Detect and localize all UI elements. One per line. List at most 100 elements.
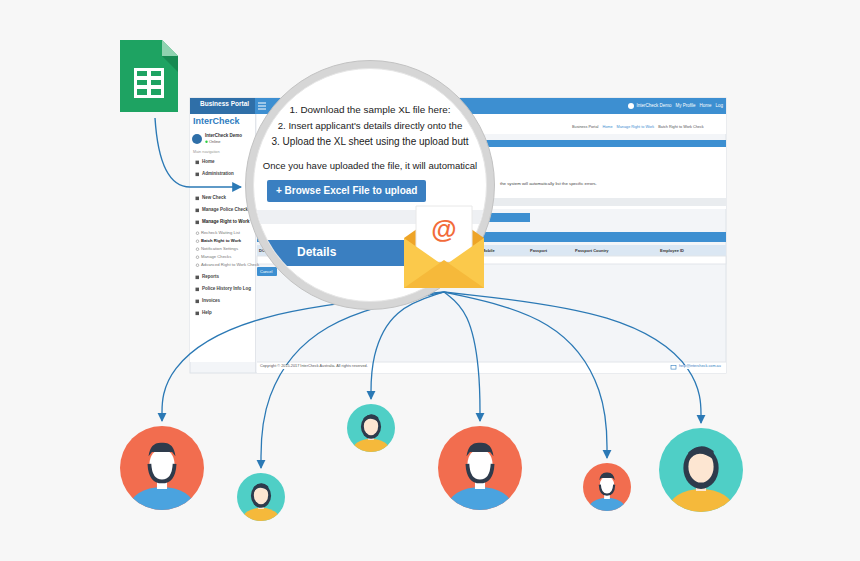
footer-text: Copyright © 2015-2017 InterCheck Austral… [259,365,369,369]
sidebar [190,114,255,362]
submenu-item: Recheck Waiting List [201,231,240,235]
cancel-button [257,267,277,276]
sheet-body [120,40,178,112]
submenu-item: Notification Settings [201,247,238,251]
breadcrumb: Batch Right to Work Check [658,126,704,130]
person-avatar [237,473,285,532]
nav-link: InterCheck Demo [636,104,671,109]
hair [251,484,271,508]
menu-item: New Check [202,196,226,201]
sheet-cell [151,71,161,76]
avatar-figure [668,446,734,531]
beard [600,485,614,495]
sheet-cell [151,89,161,95]
envelope-front [404,238,484,288]
instruction-line: 2. Insert applicant's details directly o… [278,120,463,131]
mail-icon [671,366,676,370]
breadcrumb: Home [602,126,612,130]
hair [683,447,718,489]
menu-icon [196,221,200,225]
menu-icon [196,161,200,165]
send-arrow [162,292,444,421]
send-arrow [261,292,444,468]
menu-icon [258,103,266,109]
upload-arrow [155,118,241,187]
beard [149,464,174,482]
submenu-item: Advanced Right to Work Check [201,263,259,267]
avatar-figure [447,443,513,529]
sheets-icon [120,40,178,112]
face [600,476,614,494]
nav-link: Home [699,104,711,109]
send-arrow [444,292,701,423]
submenu-bullet [196,264,199,267]
submenu-bullet [196,240,199,243]
button-label: Cancel [260,270,272,274]
lens [250,65,491,306]
brand-bar [190,98,255,114]
account-name: InterCheck Demo [205,134,242,139]
footer-link: help@intercheck.com.au [678,365,722,369]
people [120,404,743,532]
menu-icon [196,197,200,201]
submenu-bullet [196,248,199,251]
submenu-item: Manage Checks [201,255,231,259]
menu-heading: Main navigation [193,151,220,155]
beard [467,464,492,482]
menu-item: Police History Info Log [202,287,251,292]
sheet-table [134,68,164,98]
nav-link: Log [715,104,723,109]
person-avatar [120,426,204,529]
lens-rim [246,61,495,310]
sheet-fold [162,40,178,56]
instruction-line: 3. Upload the XL sheet using the upload … [272,136,469,148]
footer [257,362,726,373]
fringe [254,483,268,492]
panel-note: the system will automatically list the s… [500,182,597,186]
sheet-cell [137,71,147,76]
send-arrow [444,292,480,421]
table-header-cell: Passport Country [575,249,609,253]
menu-item: Reports [202,275,219,280]
sheet-cell [151,80,161,85]
hair [361,415,381,439]
breadcrumb: Manage Right to Work [617,126,655,130]
email-symbol: @ [416,214,472,244]
table-header-cell: Employee ID [660,249,684,253]
button-label: + Browse Excel File to upload [276,185,417,197]
logo-text: InterCheck [193,117,240,126]
table-header-cell: Passport [530,249,547,253]
shirt [242,508,279,532]
shirt [352,439,389,463]
envelope-shape [400,200,488,290]
menu-icon [196,173,200,177]
menu-icon [196,300,200,304]
instruction-line: 1. Download the sample XL file here: [289,104,450,115]
sheet-cell [137,89,147,95]
avatar-figure [588,473,625,522]
hair [149,443,176,456]
submenu-bullet [196,256,199,259]
brand-title: Business Portal [200,101,249,108]
shirt [588,498,625,522]
face [467,449,492,481]
avatar-figure [242,483,279,531]
instruction-line: Once you have uploaded the file, it will… [263,160,477,171]
person-avatar [347,404,395,463]
shirt [129,487,195,529]
email-envelope: @ [400,200,488,290]
submenu-item: Batch Right to Work [201,239,241,243]
avatar-figure [129,443,195,529]
hair [599,473,614,481]
online-dot [205,141,207,143]
menu-item: Invoices [202,299,220,304]
person-avatar [583,463,631,522]
shirt [668,489,734,531]
menu-item: Manage Police Checks [202,208,251,213]
shirt [447,487,513,529]
nav-link: My Profile [675,104,695,109]
user-icon [628,103,634,109]
sheet-cell [137,80,147,85]
menu-icon [196,288,200,292]
